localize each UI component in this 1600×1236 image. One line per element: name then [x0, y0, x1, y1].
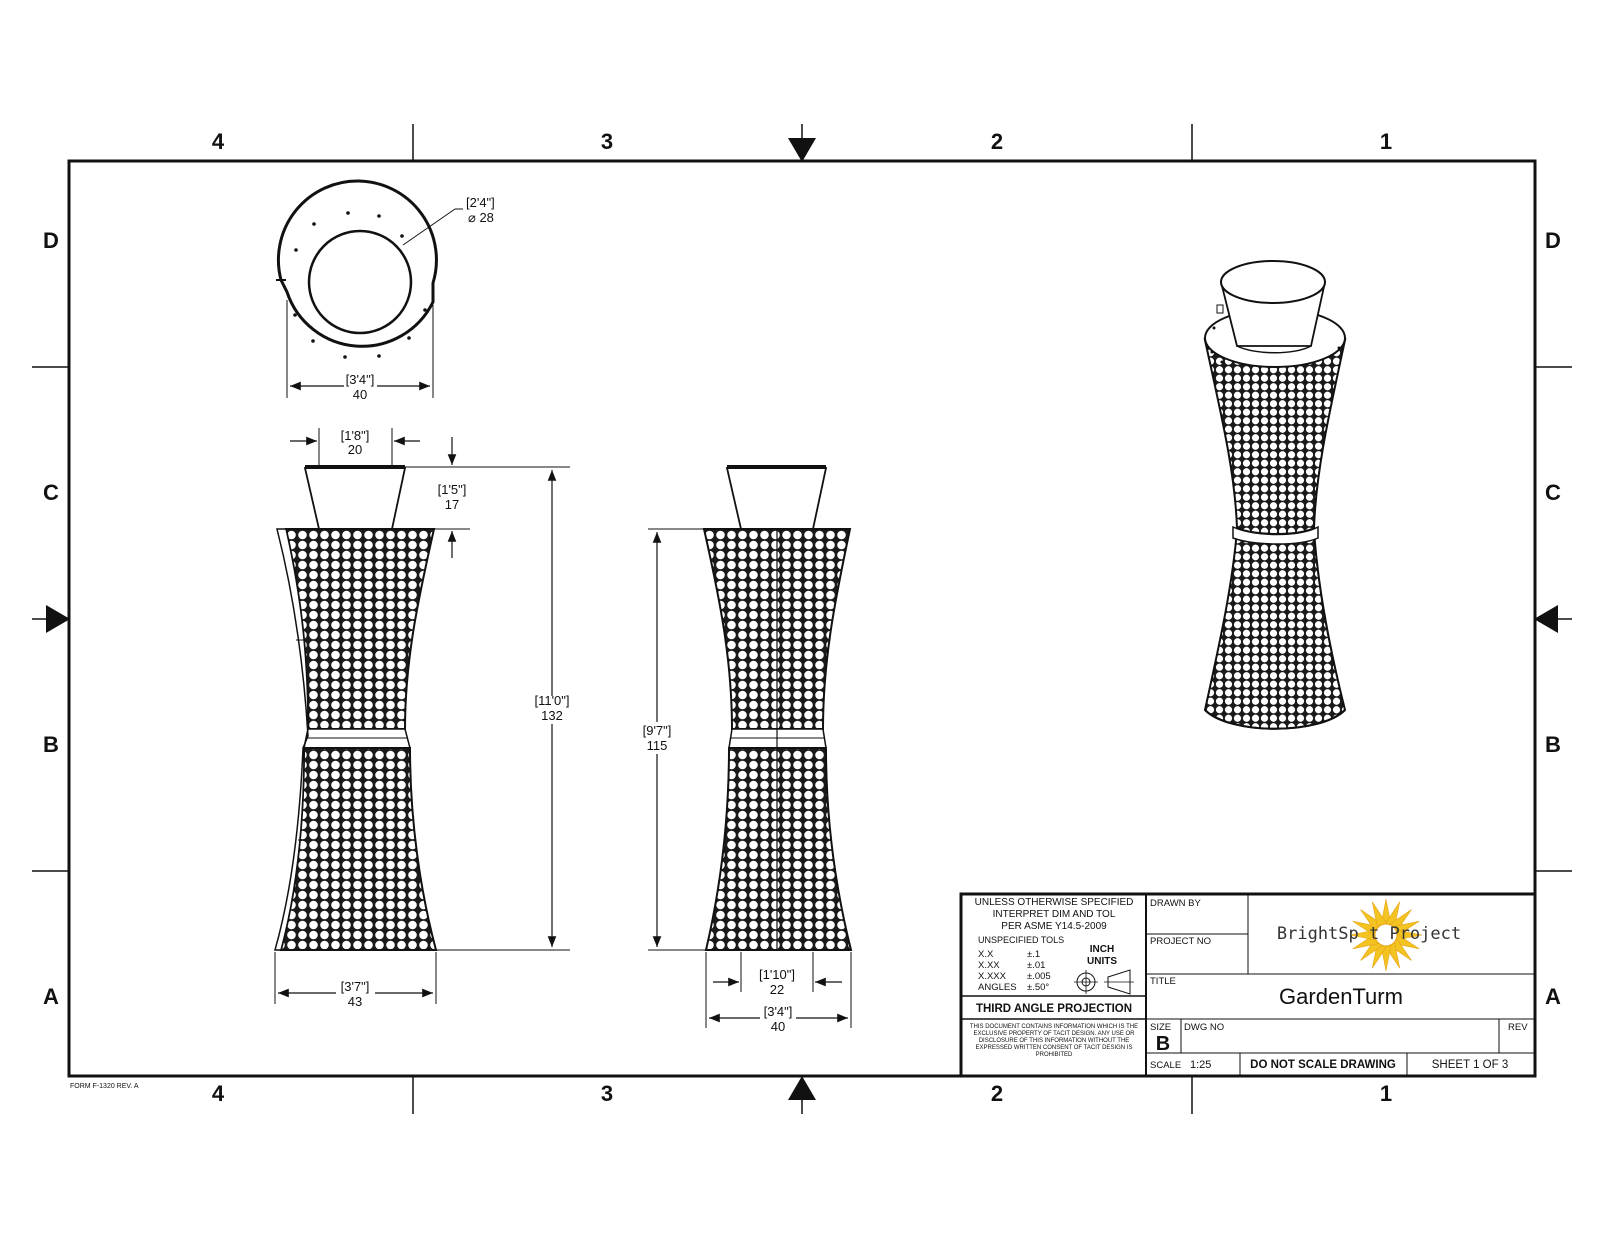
top-width-imperial: [3'4"]: [346, 372, 375, 387]
front-top-width-metric: 20: [348, 442, 362, 457]
unless-line-2: INTERPRET DIM AND TOL: [993, 909, 1116, 920]
unless-line-3: PER ASME Y14.5-2009: [1001, 921, 1107, 932]
units-line-1: INCH: [1090, 944, 1114, 955]
cap-height-metric: 17: [445, 497, 459, 512]
tol-value-1: ±.1: [1027, 949, 1040, 960]
right-center-arrow: [1534, 605, 1558, 633]
tol-label-1: X.X: [978, 949, 994, 960]
units-line-2: UNITS: [1087, 956, 1117, 967]
zone-row-c-left: C: [43, 480, 59, 505]
zone-col-2-top: 2: [991, 129, 1003, 154]
side-inner-base-imperial: [1'10"]: [759, 967, 795, 982]
zone-row-a-right: A: [1545, 984, 1561, 1009]
tol-label-4: ANGLES: [978, 982, 1017, 993]
top-diameter-metric: ⌀ 28: [468, 210, 494, 225]
isometric-view: [1203, 260, 1347, 730]
title-block: [959, 892, 1537, 1078]
project-no-label: PROJECT NO: [1150, 936, 1211, 947]
title-label: TITLE: [1150, 976, 1176, 987]
notice-line-5: PROHIBITED: [1036, 1052, 1073, 1058]
front-base-width-imperial: [3'7"]: [341, 979, 370, 994]
side-view: [648, 465, 853, 1028]
notice-line-4: EXPRESSED WRITTEN CONSENT OF TACIT DESIG…: [976, 1045, 1133, 1051]
logo-text: BrightSp t Project: [1277, 924, 1461, 944]
sun-logo-icon: [1349, 898, 1423, 972]
front-view: [274, 428, 570, 1004]
zone-row-b-left: B: [43, 732, 59, 757]
top-view: [276, 179, 463, 398]
size-value: B: [1156, 1033, 1170, 1055]
tol-value-4: ±.50°: [1027, 982, 1049, 993]
top-diameter-imperial: [2'4"]: [466, 195, 495, 210]
zone-row-d-left: D: [43, 228, 59, 253]
form-note: FORM F-1320 REV. A: [70, 1083, 139, 1090]
notice-line-3: DISCLOSURE OF THIS INFORMATION WITHOUT T…: [979, 1038, 1130, 1044]
zone-row-c-right: C: [1545, 480, 1561, 505]
cap-height-imperial: [1'5"]: [438, 482, 467, 497]
bottom-center-arrow: [788, 1076, 816, 1100]
zone-row-a-left: A: [43, 984, 59, 1009]
unspecified-tols-label: UNSPECIFIED TOLS: [978, 935, 1064, 945]
unless-line-1: UNLESS OTHERWISE SPECIFIED: [975, 897, 1134, 908]
drawn-by-label: DRAWN BY: [1150, 898, 1202, 909]
side-height-imperial: [9'7"]: [643, 723, 672, 738]
zone-col-1-bottom: 1: [1380, 1081, 1392, 1106]
rev-label: REV: [1508, 1022, 1528, 1033]
top-center-arrow: [788, 138, 816, 162]
side-height-metric: 115: [647, 738, 668, 753]
zone-col-3-bottom: 3: [601, 1081, 613, 1106]
do-not-scale-note: DO NOT SCALE DRAWING: [1250, 1059, 1396, 1071]
side-base-width-imperial: [3'4"]: [764, 1004, 793, 1019]
scale-label: SCALE: [1150, 1060, 1181, 1071]
tol-value-3: ±.005: [1027, 971, 1051, 982]
center-arrows: [46, 138, 1558, 1100]
zone-row-b-right: B: [1545, 732, 1561, 757]
side-base-width-metric: 40: [771, 1019, 785, 1034]
size-label: SIZE: [1150, 1022, 1171, 1033]
side-inner-base-metric: 22: [770, 982, 784, 997]
zone-col-3-top: 3: [601, 129, 613, 154]
total-height-metric: 132: [541, 708, 563, 723]
zone-col-4-bottom: 4: [212, 1081, 225, 1106]
tol-label-3: X.XXX: [978, 971, 1007, 982]
left-center-arrow: [46, 605, 70, 633]
drawing-title: GardenTurm: [1279, 984, 1403, 1009]
zone-row-d-right: D: [1545, 228, 1561, 253]
dwg-no-label: DWG NO: [1184, 1022, 1224, 1033]
front-top-width-imperial: [1'8"]: [341, 428, 370, 443]
sheet-number: SHEET 1 OF 3: [1432, 1059, 1508, 1071]
tol-value-2: ±.01: [1027, 960, 1045, 971]
front-base-width-metric: 43: [348, 994, 362, 1009]
scale-value: 1:25: [1190, 1059, 1211, 1071]
projection-label: THIRD ANGLE PROJECTION: [976, 1003, 1132, 1015]
zone-col-1-top: 1: [1380, 129, 1392, 154]
top-width-metric: 40: [353, 387, 367, 402]
zone-col-2-bottom: 2: [991, 1081, 1003, 1106]
notice-line-2: EXCLUSIVE PROPERTY OF TACIT DESIGN. ANY …: [973, 1031, 1135, 1037]
tol-label-2: X.XX: [978, 960, 1000, 971]
notice-line-1: THIS DOCUMENT CONTAINS INFORMATION WHICH…: [970, 1024, 1138, 1030]
zone-col-4-top: 4: [212, 129, 225, 154]
total-height-imperial: [11'0"]: [534, 693, 569, 708]
